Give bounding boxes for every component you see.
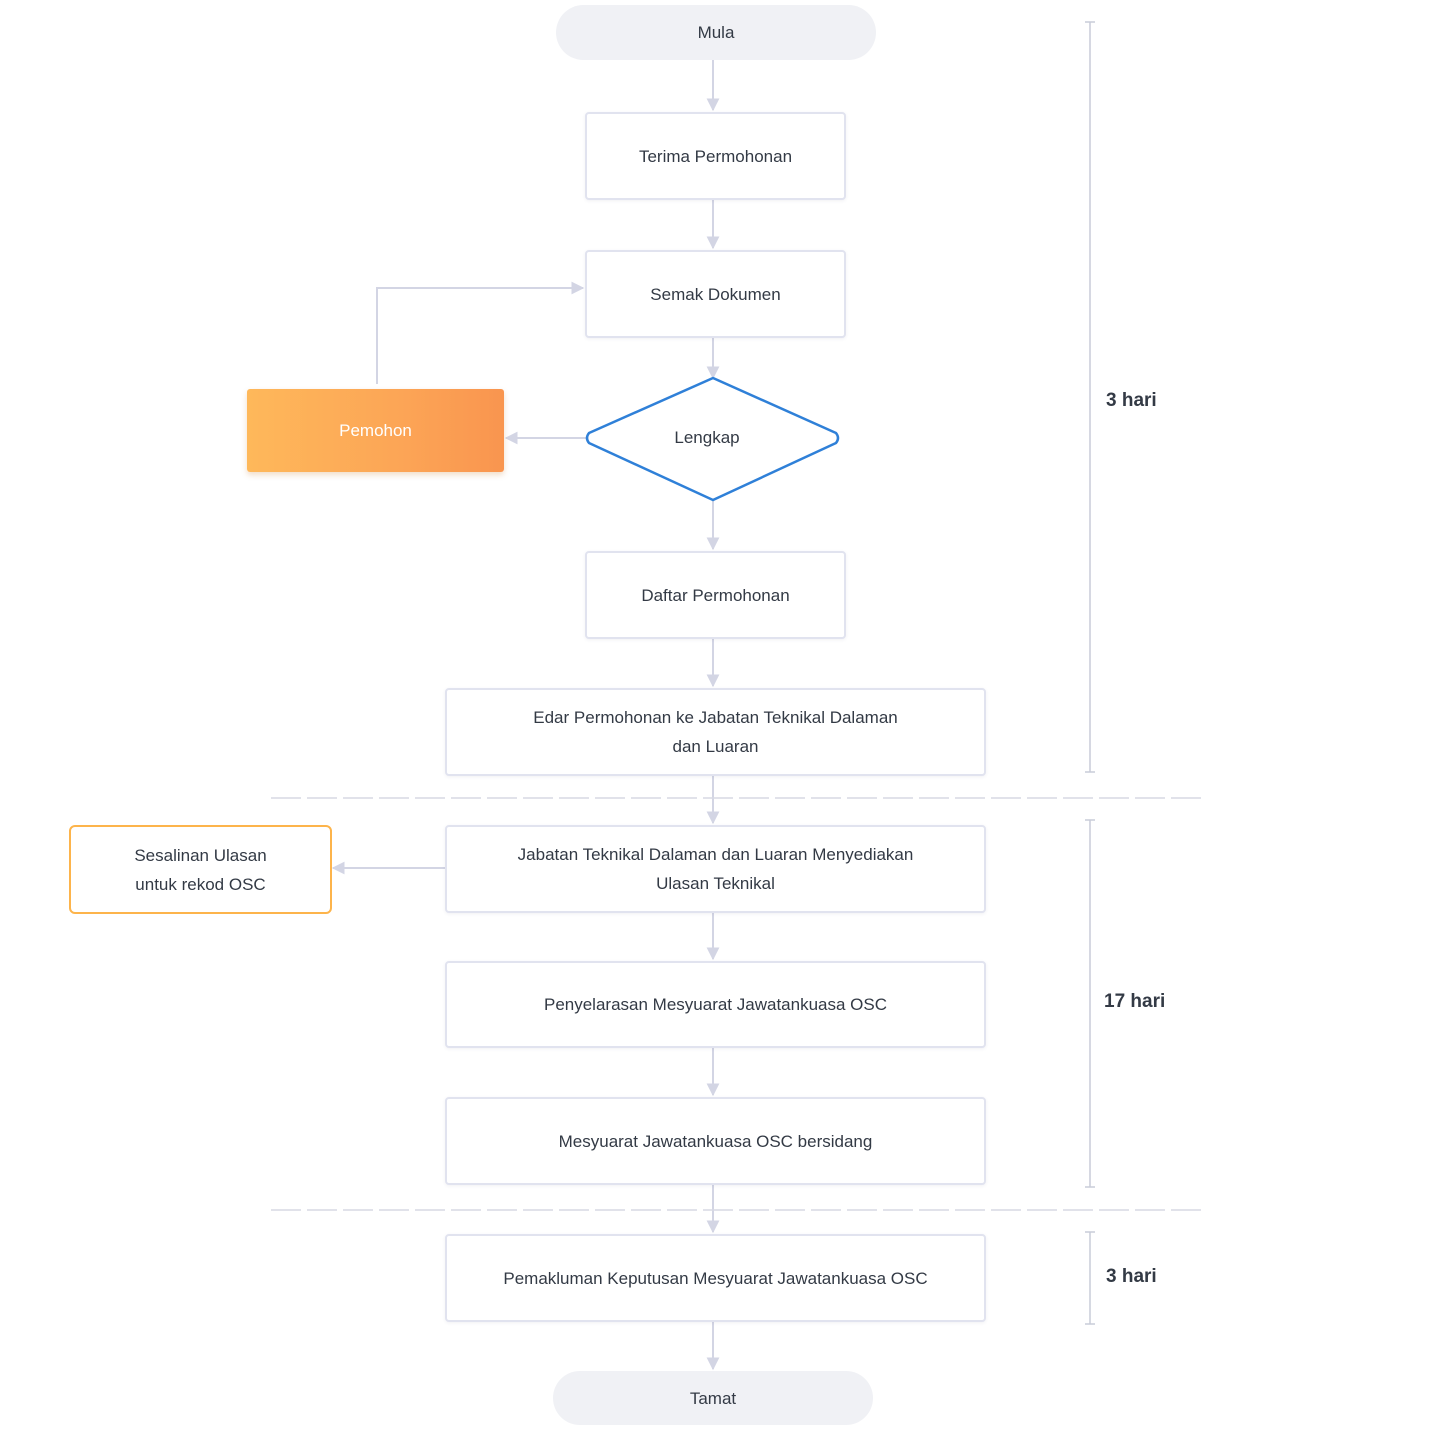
end-node: Tamat (553, 1371, 873, 1425)
duration-bracket-2 (1085, 819, 1095, 1188)
step-jabatan-label-line2: Ulasan Teknikal (656, 874, 775, 893)
step-daftar-permohonan: Daftar Permohonan (585, 551, 846, 639)
step-jabatan-teknikal: Jabatan Teknikal Dalaman dan Luaran Meny… (445, 825, 986, 913)
step-pemakluman-label: Pemakluman Keputusan Mesyuarat Jawatanku… (503, 1268, 928, 1288)
applicant-node: Pemohon (247, 389, 504, 472)
decision-lengkap-label: Lengkap (674, 428, 740, 447)
step-edar-label-line1: Edar Permohonan ke Jabatan Teknikal Dala… (533, 708, 898, 727)
arrow-pemohon-semak (376, 281, 585, 384)
step-pemakluman-keputusan: Pemakluman Keputusan Mesyuarat Jawatanku… (445, 1234, 986, 1322)
applicant-label: Pemohon (339, 421, 412, 440)
duration-bracket-3 (1085, 1231, 1095, 1325)
decision-diamond (585, 376, 840, 502)
duration-bracket-1 (1085, 21, 1095, 773)
copy-record-node: Sesalinan Ulasan untuk rekod OSC (69, 825, 332, 914)
duration-phase3-label: 3 hari (1106, 1266, 1157, 1287)
decision-lengkap: Lengkap (589, 418, 825, 458)
start-label: Mula (697, 23, 735, 42)
copy-record-label-line2: untuk rekod OSC (135, 874, 266, 894)
end-label: Tamat (689, 1388, 737, 1408)
step-semak-dokumen: Semak Dokumen (585, 250, 846, 338)
step-edar-permohonan: Edar Permohonan ke Jabatan Teknikal Dala… (445, 688, 986, 776)
step-terima-permohonan: Terima Permohonan (585, 112, 846, 200)
step-terima-label: Terima Permohonan (638, 146, 793, 166)
step-penyelarasan-label: Penyelarasan Mesyuarat Jawatankuasa OSC (543, 995, 887, 1014)
duration-phase2-label: 17 hari (1104, 991, 1166, 1012)
step-penyelarasan-mesyuarat: Penyelarasan Mesyuarat Jawatankuasa OSC (445, 961, 986, 1048)
copy-record-label-line1: Sesalinan Ulasan (134, 845, 267, 865)
start-node: Mula (556, 5, 876, 60)
step-jabatan-label-line1: Jabatan Teknikal Dalaman dan Luaran Meny… (517, 845, 914, 864)
duration-phase1-label: 3 hari (1106, 390, 1157, 411)
step-daftar-label: Daftar Permohonan (641, 585, 790, 605)
step-mesyuarat-label: Mesyuarat Jawatankuasa OSC bersidang (558, 1131, 873, 1151)
step-mesyuarat-bersidang: Mesyuarat Jawatankuasa OSC bersidang (445, 1097, 986, 1185)
step-semak-label: Semak Dokumen (650, 284, 781, 304)
step-edar-label-line2: dan Luaran (672, 737, 759, 756)
